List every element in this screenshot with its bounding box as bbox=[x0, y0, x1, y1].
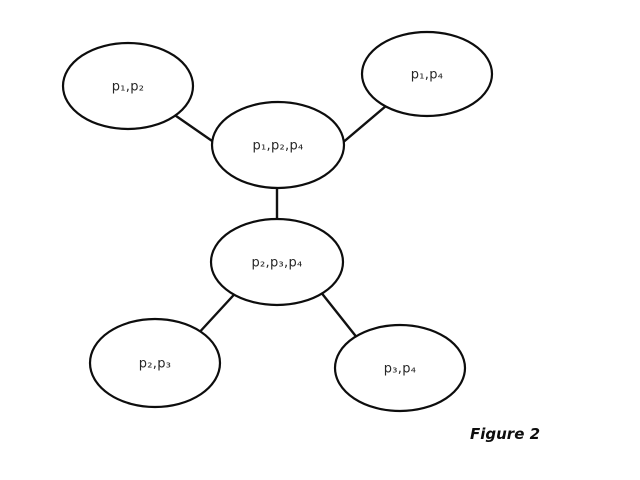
node-ellipse-p1p2p4 bbox=[210, 100, 346, 190]
figure-caption: Figure 2 bbox=[470, 425, 541, 443]
node-ellipse-p3p4 bbox=[333, 323, 467, 413]
node-label-p2p3: p₂,p₃ bbox=[138, 356, 172, 372]
node-ellipse-p2p3p4 bbox=[209, 217, 345, 307]
node-ellipse-p2p3 bbox=[88, 317, 222, 409]
node-label-p1p4: p₁,p₄ bbox=[410, 67, 444, 83]
edge-p2p3p4-to-p3p4 bbox=[314, 284, 364, 346]
node-label-p2p3p4: p₂,p₃,p₄ bbox=[251, 255, 303, 271]
node-label-p1p2: p₁,p₂ bbox=[111, 79, 145, 95]
node-ellipse-p1p2 bbox=[61, 41, 195, 131]
node-ellipse-p1p4 bbox=[360, 30, 494, 118]
node-label-p1p2p4: p₁,p₂,p₄ bbox=[252, 138, 304, 154]
node-label-p3p4: p₃,p₄ bbox=[383, 361, 417, 377]
